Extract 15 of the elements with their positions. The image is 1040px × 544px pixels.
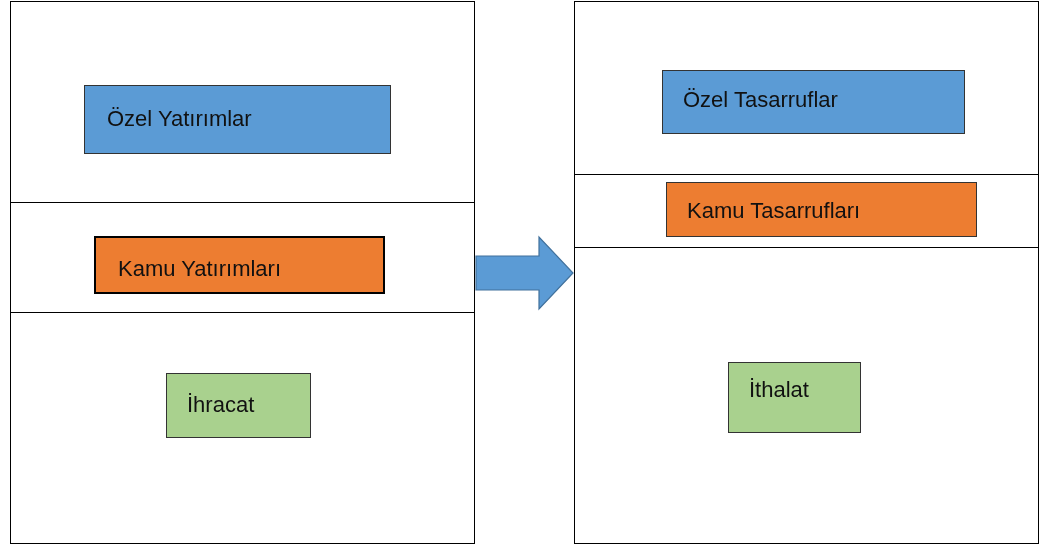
- category-label: Özel Yatırımlar: [107, 106, 252, 132]
- category-box: [728, 362, 861, 433]
- category-label: Kamu Yatırımları: [118, 256, 281, 282]
- category-label: İthalat: [749, 377, 809, 403]
- panel-frame: [574, 1, 1039, 544]
- category-box: [666, 182, 977, 237]
- category-label: Kamu Tasarrufları: [687, 198, 861, 224]
- category-label: İhracat: [187, 392, 255, 418]
- panel-frame: [10, 1, 475, 544]
- category-box: [166, 373, 311, 438]
- category-box: [662, 70, 965, 134]
- category-label: Özel Tasarruflar: [683, 87, 838, 113]
- category-box: [84, 85, 391, 154]
- block-arrow: [475, 235, 574, 311]
- category-box: [94, 236, 385, 294]
